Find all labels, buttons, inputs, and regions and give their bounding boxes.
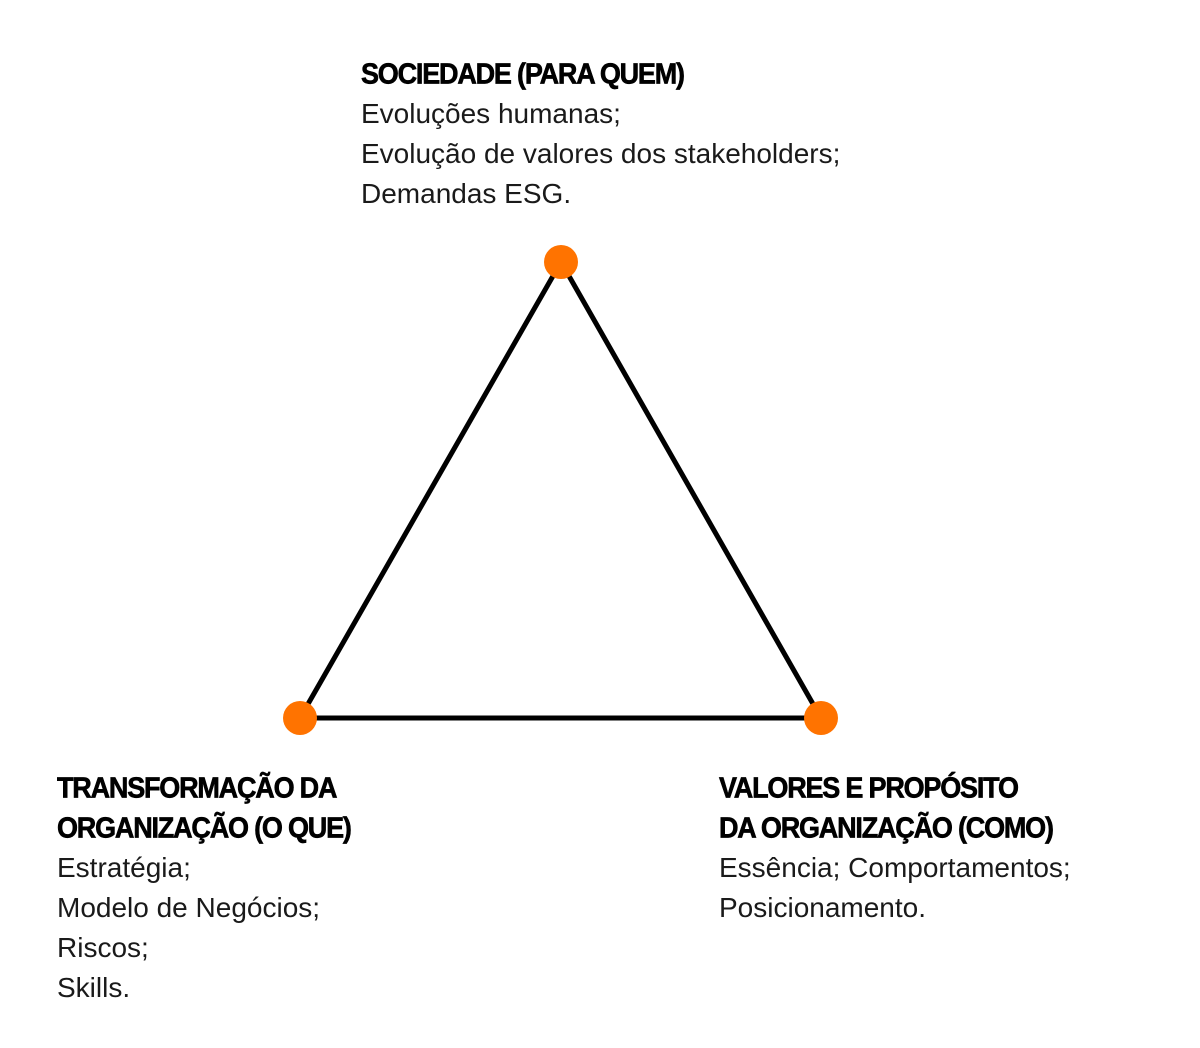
list-item: Essência; Comportamentos; — [719, 852, 1071, 883]
sociedade-heading: SOCIEDADE (PARA QUEM) — [361, 58, 686, 90]
transformacao-heading-line2: ORGANIZAÇÃO (O QUE) — [57, 812, 352, 844]
list-item: Riscos; — [57, 932, 149, 963]
triangle-edges — [297, 259, 824, 721]
list-item: Posicionamento. — [719, 892, 927, 923]
list-item: Skills. — [57, 972, 131, 1003]
list-item: Evolução de valores dos stakeholders; — [361, 138, 841, 169]
valores-block: VALORES E PROPÓSITO DA ORGANIZAÇÃO (COMO… — [719, 768, 1071, 928]
list-item: Estratégia; — [57, 852, 191, 883]
transformacao-block: TRANSFORMAÇÃO DA ORGANIZAÇÃO (O QUE) Est… — [57, 768, 352, 1008]
sociedade-block: SOCIEDADE (PARA QUEM) Evoluções humanas;… — [361, 54, 841, 214]
list-item: Demandas ESG. — [361, 178, 572, 209]
vertex-valores — [804, 701, 838, 735]
vertex-sociedade — [544, 245, 578, 279]
valores-heading-line2: DA ORGANIZAÇÃO (COMO) — [719, 812, 1055, 844]
list-item: Modelo de Negócios; — [57, 892, 321, 923]
valores-heading-line1: VALORES E PROPÓSITO — [719, 772, 1020, 804]
list-item: Evoluções humanas; — [361, 98, 621, 129]
vertex-transformacao — [283, 701, 317, 735]
transformacao-heading-line1: TRANSFORMAÇÃO DA — [57, 772, 338, 804]
